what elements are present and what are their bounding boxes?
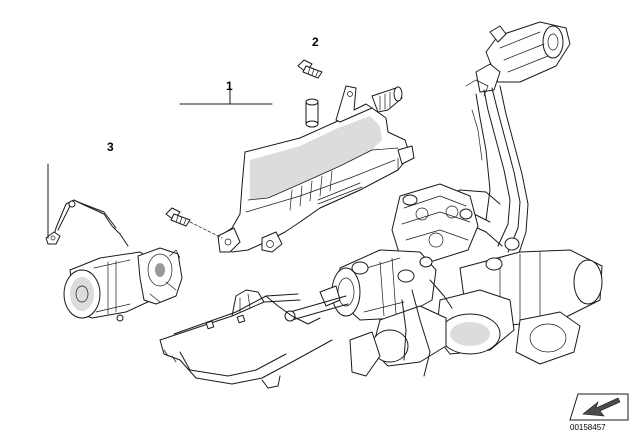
callout-2: 2 (312, 35, 319, 49)
motor-part[interactable] (45, 199, 183, 322)
arrow-left-down-icon (569, 393, 629, 421)
transmission-context (284, 21, 603, 377)
callout-3: 3 (107, 140, 114, 154)
mounting-frame (159, 289, 333, 389)
bracket-part[interactable] (217, 85, 415, 253)
leader-lines (47, 87, 273, 239)
bolt-part-lower[interactable] (165, 207, 223, 239)
callout-1: 1 (226, 79, 233, 93)
diagram-id: 00158457 (570, 423, 606, 432)
bolt-part-upper[interactable] (297, 59, 323, 79)
